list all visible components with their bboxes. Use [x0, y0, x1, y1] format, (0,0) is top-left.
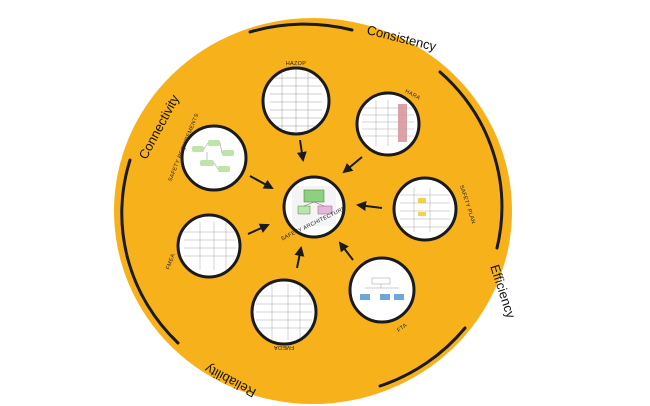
arrow-safety-plan: [356, 201, 383, 211]
arrow-hara: [342, 156, 363, 174]
safety-architecture-thumbnail: [292, 186, 336, 226]
hara-thumbnail: [362, 100, 414, 146]
safety-requirements-thumbnail: [192, 140, 234, 172]
node-hazop[interactable]: HAZOP: [261, 61, 331, 136]
ring-outline: [120, 22, 504, 388]
hazop-thumbnail: [270, 70, 322, 133]
fta-thumbnail: [360, 277, 404, 300]
arrow-fmea: [247, 223, 270, 235]
node-fmeda[interactable]: FMEDA: [250, 278, 318, 350]
node-label-fta: FTA: [396, 323, 408, 334]
node-fta[interactable]: FTA: [348, 256, 416, 334]
arrow-fta: [338, 241, 354, 261]
arrow-safety-requirements: [249, 175, 274, 189]
node-fmea[interactable]: FMEA: [165, 213, 242, 279]
node-label-fmea: FMEA: [165, 253, 176, 271]
node-label-fmeda: FMEDA: [274, 344, 295, 350]
safety-plan-thumbnail: [400, 188, 450, 232]
fmea-thumbnail: [184, 222, 236, 270]
arrow-hazop: [296, 139, 307, 162]
fmeda-thumbnail: [256, 284, 312, 340]
node-safety-architecture[interactable]: SAFETY ARCHITECTURE: [280, 175, 347, 242]
arrows: [247, 139, 383, 269]
arrow-fmeda: [294, 246, 305, 269]
node-label-hazop: HAZOP: [286, 61, 306, 67]
